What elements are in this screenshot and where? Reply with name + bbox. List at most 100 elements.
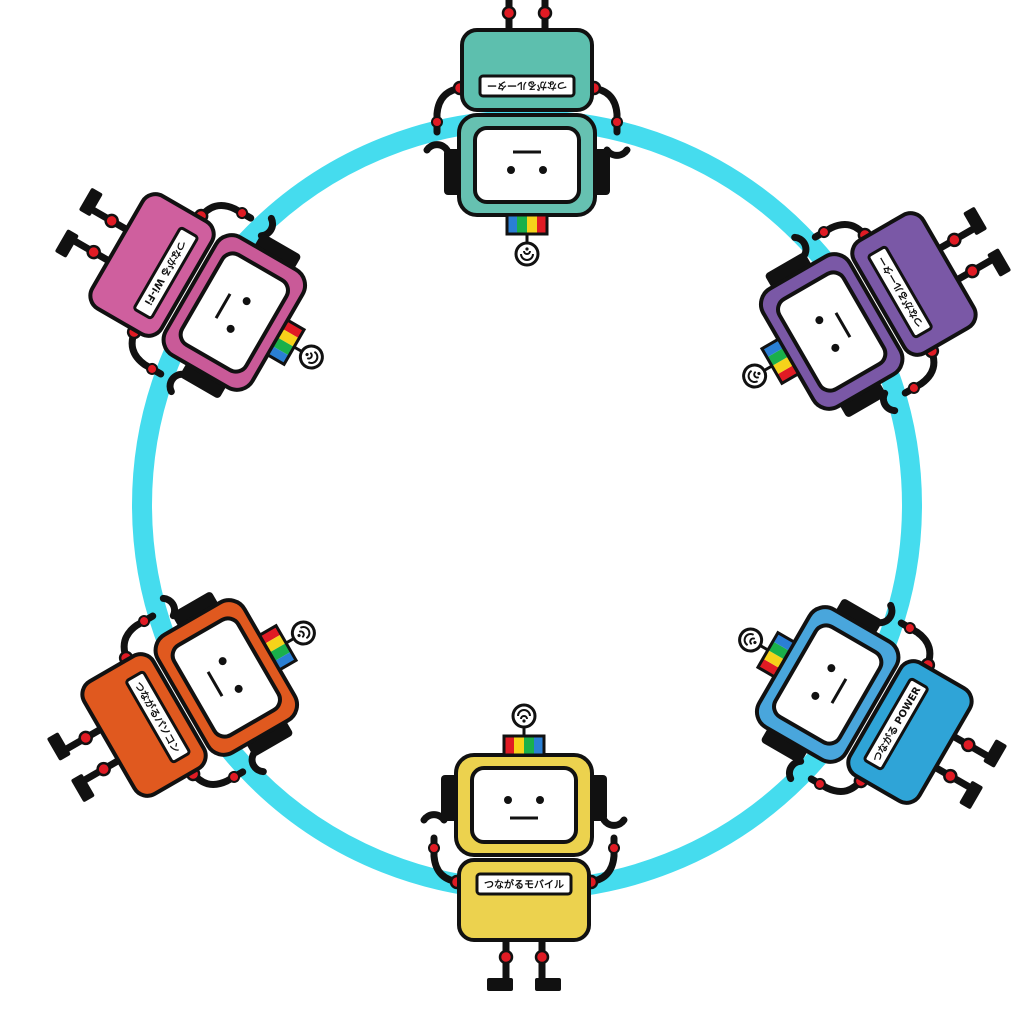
arm-joint [813,777,826,790]
color-bar [282,320,305,339]
robot: つながるルーター [423,0,631,267]
color-bar [762,650,785,669]
claw-hand [248,750,267,776]
label-plate [475,872,573,896]
robot-eye [815,316,824,325]
robot-eye [218,657,227,666]
leg-joint [501,5,517,21]
wifi-arc [517,709,531,717]
color-bar [772,632,795,651]
robot-foot [959,781,983,809]
robot-eye [831,343,840,352]
claw-hand [877,601,896,627]
color-bar [537,215,547,234]
claw-hand [166,370,185,396]
arm-joint [817,226,830,239]
arm-joint [236,207,249,220]
color-bar [504,736,514,755]
wifi-arc [299,626,311,640]
robot-eye [504,796,512,804]
arm-joint [228,770,241,783]
leg-joint [86,244,101,260]
robot-eye [507,166,515,174]
label-plate [863,677,929,771]
leg-joint [534,949,550,965]
robot-foot [55,229,79,258]
leg-joint [965,263,980,279]
face-screen [772,623,884,746]
wifi-dot [525,247,529,251]
color-bar [534,736,544,755]
leg-joint [943,768,958,784]
wifi-arc [753,371,760,379]
arm-joint [138,615,151,628]
robot-foot [79,188,103,216]
leg-joint [78,730,93,746]
robot-eye [827,664,836,673]
wifi-dot [753,640,757,645]
robot-ear [246,720,293,756]
wifi-arc [743,633,755,647]
face-screen [470,766,578,844]
color-bar [264,634,287,653]
wifi-dot [297,633,301,638]
robot: つながる POWER [738,599,1007,809]
color-bar [272,337,295,356]
wifi-dot [305,352,309,357]
arm-joint [431,116,443,128]
wifi-dot [522,719,526,723]
color-bar [267,346,290,365]
leg-joint [104,213,119,229]
robot-mouth [830,678,848,704]
arm-joint [428,842,440,854]
color-bar [507,215,517,234]
robot-foot [47,732,71,761]
wifi-dot [757,371,761,376]
wifi-arc [520,253,534,261]
robot-label: つながるモバイル [484,878,564,891]
robot-ear [835,599,882,635]
robot-eye [226,324,235,333]
robot-body [457,858,591,942]
arm-joint [907,381,920,394]
wifi-arc [523,250,531,255]
robot-foot [535,978,561,991]
color-bar [767,641,790,660]
robot-foot [983,739,1007,768]
claw-hand [600,816,628,829]
color-bar [761,339,784,358]
face-screen [178,251,290,374]
color-bar [517,215,527,234]
robot-foot [487,978,513,991]
face-screen [776,270,888,393]
arm-joint [608,842,620,854]
robot-mouth [214,293,232,319]
arm-joint [903,622,916,635]
robot: つながるモバイル [420,703,628,991]
robot-eye [242,297,251,306]
robot-foot [963,207,987,235]
wifi-arc [307,350,319,364]
arm-joint [611,116,623,128]
color-bar [771,356,794,375]
robot-mouth [206,671,224,697]
robot: つながるルーター [742,207,1011,417]
robot-foot [71,774,95,802]
robot-body [460,28,594,112]
color-bar [776,365,799,384]
wifi-arc [298,630,305,638]
wifi-arc [749,637,756,645]
color-bar [527,215,537,234]
robot: つながるパソコン [47,592,316,802]
label-plate [125,670,191,764]
robot-ear [839,381,886,417]
robot-ear [172,592,219,628]
robot-mouth [834,312,852,338]
color-bar [259,625,282,644]
color-bar [514,736,524,755]
label-plate [867,245,933,339]
leg-joint [96,761,111,777]
robot-ear [765,253,812,289]
